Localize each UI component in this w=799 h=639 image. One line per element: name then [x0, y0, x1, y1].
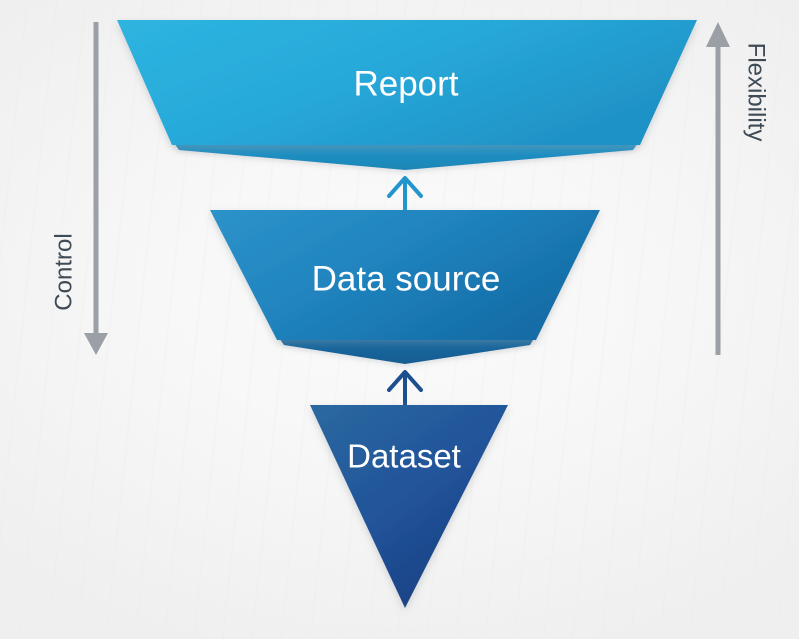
- report-label: Report: [353, 64, 458, 103]
- control-axis-label: Control: [50, 233, 77, 310]
- report-body: [117, 20, 697, 145]
- connector-data-source-to-report: [387, 176, 423, 212]
- stage-report[interactable]: Report: [117, 20, 697, 170]
- dataset-label: Dataset: [347, 438, 461, 475]
- flexibility-axis: Flexibility: [706, 22, 770, 355]
- connector-dataset-to-data-source: [387, 370, 423, 406]
- data-source-body: [210, 210, 600, 340]
- report-bevel: [172, 140, 640, 170]
- control-axis-arrowhead-down: [84, 333, 108, 355]
- flexibility-axis-arrowhead-up: [706, 22, 730, 47]
- flexibility-axis-label: Flexibility: [743, 43, 770, 142]
- dataset-body: [310, 405, 508, 608]
- stage-data-source[interactable]: Data source: [210, 210, 600, 364]
- control-axis: Control: [50, 22, 108, 355]
- stage-dataset[interactable]: Dataset: [310, 405, 508, 608]
- connector-lower-arrowhead: [387, 370, 423, 392]
- data-source-label: Data source: [312, 259, 501, 298]
- data-source-bevel: [277, 335, 536, 364]
- connector-upper-arrowhead: [387, 176, 423, 198]
